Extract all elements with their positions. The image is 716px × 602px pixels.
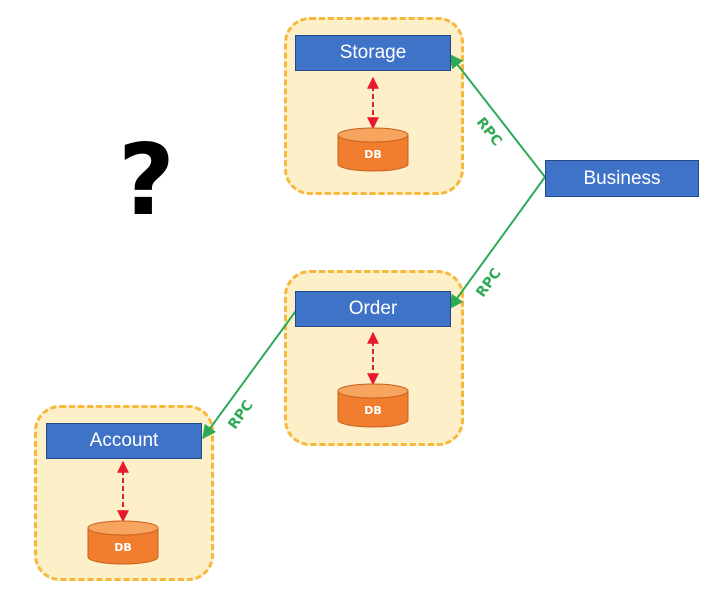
order-db-label: DB xyxy=(364,404,382,417)
rpc-label-account: RPC xyxy=(225,398,256,433)
storage-db-label: DB xyxy=(364,148,382,161)
business-service-box[interactable]: Business xyxy=(545,160,699,197)
storage-service-label: Storage xyxy=(339,42,407,63)
account-db-label: DB xyxy=(114,541,132,554)
account-service-box[interactable]: Account xyxy=(46,423,202,459)
rpc-line-business-storage xyxy=(449,53,546,178)
account-db-cylinder: DB xyxy=(87,520,159,565)
order-db-cylinder: DB xyxy=(337,383,409,428)
business-service-label: Business xyxy=(583,167,661,189)
storage-service-box[interactable]: Storage xyxy=(295,35,451,71)
rpc-line-order-account xyxy=(202,307,299,440)
order-service-box[interactable]: Order xyxy=(295,291,451,327)
question-mark: ? xyxy=(118,124,175,238)
account-service-label: Account xyxy=(89,430,159,451)
storage-db-cylinder: DB xyxy=(337,127,409,172)
order-service-label: Order xyxy=(348,298,398,319)
rpc-line-business-order xyxy=(449,176,546,310)
